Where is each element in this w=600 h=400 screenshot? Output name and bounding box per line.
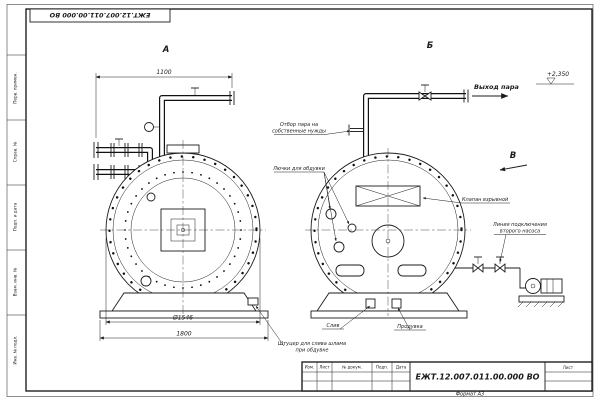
drawing-code: ЕЖТ.12.007.011.00.000 ВО <box>416 373 540 382</box>
margin-labels: Перв. примен. Справ. № Подп. и дата Взам… <box>13 72 18 364</box>
sludge-line2: при обдувке <box>296 348 329 354</box>
view-direction-arrow <box>499 164 528 172</box>
own-needs-line2: собственные нужды <box>272 129 326 135</box>
steam-out-label: Выход пара <box>474 83 519 91</box>
valve-icon <box>472 263 479 273</box>
tb-col-data: Дата <box>396 365 407 370</box>
elevation-triangle-icon <box>546 77 556 85</box>
inspection-hole <box>140 275 152 287</box>
tb-col-izm: Изм. <box>305 365 314 370</box>
drain-nozzle <box>365 298 376 309</box>
blowdown-nozzle <box>391 298 402 309</box>
callout-blowdown: Продувка <box>394 307 426 331</box>
inspection-hole <box>146 192 156 202</box>
dim-diameter: Ø1546 <box>172 315 193 322</box>
blow-hatch <box>325 208 337 220</box>
tb-col-doc: № докум. <box>342 365 362 370</box>
rotated-stamp: ЕЖТ.12.007.011.00.000 ВО <box>29 8 171 23</box>
view-a-boiler-front <box>93 87 269 319</box>
callout-pump-line: Линия подключения второго насоса <box>492 222 547 263</box>
callout-steam-out: Выход пара <box>472 83 519 99</box>
valve-icon <box>418 91 426 101</box>
explosion-valve-label: Клапан взрывной <box>462 197 509 203</box>
drain-label: Слив <box>327 323 340 329</box>
title-block: Изм. Лист № докум. Подп. Дата ЕЖТ.12.007… <box>301 361 593 392</box>
support-saddle-b <box>310 292 468 319</box>
valve-icon <box>494 263 501 273</box>
stamp-code: ЕЖТ.12.007.011.00.000 ВО <box>49 11 150 19</box>
tb-sheet-label: Лист <box>563 365 574 370</box>
callout-explosion-valve: Клапан взрывной <box>422 197 510 204</box>
format-label: Формат А3 <box>456 391 484 397</box>
view-label-b: Б <box>427 41 434 51</box>
hatches-label: Лючки для обдувки <box>272 166 326 172</box>
view-label-a: А <box>162 45 170 55</box>
dim-base-width: 1800 <box>176 331 191 338</box>
callout-drain: Слив <box>322 305 371 330</box>
pressure-gauge-icon <box>144 122 154 132</box>
callouts: Выход пара Отбор пара на собственные нуж… <box>255 83 547 354</box>
handhole <box>397 264 427 277</box>
margin-label: Взам. инв. № <box>13 267 18 296</box>
pump-line1: Линия подключения <box>492 222 547 228</box>
margin-label: Справ. № <box>13 141 18 162</box>
callout-hatches: Лючки для обдувки <box>272 166 350 242</box>
view-b-piping <box>348 84 469 165</box>
support-saddle-a <box>99 292 269 319</box>
sludge-line1: Штуцер для слива шлама <box>278 341 346 347</box>
pump-piping <box>450 256 565 308</box>
manhole <box>371 224 405 258</box>
own-needs-line1: Отбор пара на <box>280 122 318 128</box>
callout-own-needs: Отбор пара на собственные нужды <box>272 122 351 135</box>
pump-line2: второго насоса <box>500 229 540 235</box>
elevation-mark: +2,350 <box>536 71 574 85</box>
dimensions: 1100 Ø1546 1800 +2,350 <box>95 69 574 341</box>
view-b-boiler-front <box>305 84 565 319</box>
sludge-nozzle <box>247 297 259 306</box>
feed-pump <box>517 278 565 308</box>
view-labels: А Б В <box>162 41 528 172</box>
tb-col-podp: Подп. <box>376 365 388 370</box>
blow-hatch <box>347 223 357 233</box>
view-label-v: В <box>510 151 516 161</box>
margin-label: Инв. № подл. <box>13 336 18 365</box>
dim-top-width: 1100 <box>156 69 171 76</box>
callout-sludge: Штуцер для слива шлама при обдувке <box>255 305 346 354</box>
elevation-value: +2,350 <box>547 71 569 78</box>
handhole <box>335 264 365 277</box>
margin-label: Перв. примен. <box>13 72 18 103</box>
blowdown-label: Продувка <box>397 324 422 330</box>
margin-label: Подп. и дата <box>13 202 18 231</box>
tb-col-list: Лист <box>319 365 330 370</box>
blow-hatch <box>333 241 345 253</box>
